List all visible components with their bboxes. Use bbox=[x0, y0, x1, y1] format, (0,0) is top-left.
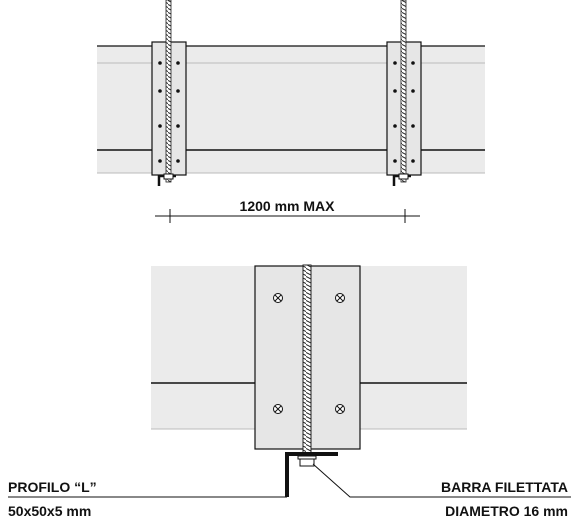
left-bolt bbox=[176, 159, 180, 163]
detail-view: PROFILO “L” 50x50x5 mm BARRA FILETTATA D… bbox=[8, 264, 571, 519]
rod-label-line2: DIAMETRO 16 mm bbox=[445, 503, 568, 519]
detail-bolt bbox=[335, 293, 345, 303]
detail-panel-right bbox=[360, 266, 467, 429]
detail-bolt bbox=[273, 293, 283, 303]
left-bolt bbox=[176, 124, 180, 128]
detail-bolt bbox=[335, 404, 345, 414]
dimension-line bbox=[155, 209, 420, 223]
right-bolt bbox=[393, 124, 397, 128]
profile-label-line2: 50x50x5 mm bbox=[8, 503, 91, 519]
right-bolt bbox=[393, 159, 397, 163]
right-bolt bbox=[411, 61, 415, 65]
right-threaded-rod bbox=[400, 0, 407, 183]
left-bolt bbox=[158, 61, 162, 65]
left-bolt bbox=[176, 61, 180, 65]
right-bolt bbox=[411, 124, 415, 128]
rod-label-line1: BARRA FILETTATA bbox=[441, 479, 568, 495]
right-bolt bbox=[411, 89, 415, 93]
rod-leader-line bbox=[312, 463, 571, 498]
right-bolt bbox=[393, 89, 397, 93]
detail-nut bbox=[299, 458, 315, 467]
detail-threaded-rod bbox=[302, 264, 312, 466]
left-bolt bbox=[158, 89, 162, 93]
detail-l-profile bbox=[285, 452, 338, 497]
right-bolt bbox=[411, 159, 415, 163]
left-nut bbox=[163, 173, 174, 180]
right-hanger bbox=[386, 0, 422, 186]
left-bolt bbox=[158, 159, 162, 163]
left-hanger bbox=[151, 0, 187, 186]
left-bolt bbox=[158, 124, 162, 128]
right-nut bbox=[398, 173, 409, 180]
left-bolt bbox=[176, 89, 180, 93]
profile-label-line1: PROFILO “L” bbox=[8, 479, 97, 495]
left-threaded-rod bbox=[165, 0, 172, 183]
dimension-label: 1200 mm MAX bbox=[240, 198, 336, 214]
top-view: 1200 mm MAX bbox=[97, 0, 485, 223]
detail-bolt bbox=[273, 404, 283, 414]
right-bolt bbox=[393, 61, 397, 65]
detail-panel-left bbox=[151, 266, 255, 429]
